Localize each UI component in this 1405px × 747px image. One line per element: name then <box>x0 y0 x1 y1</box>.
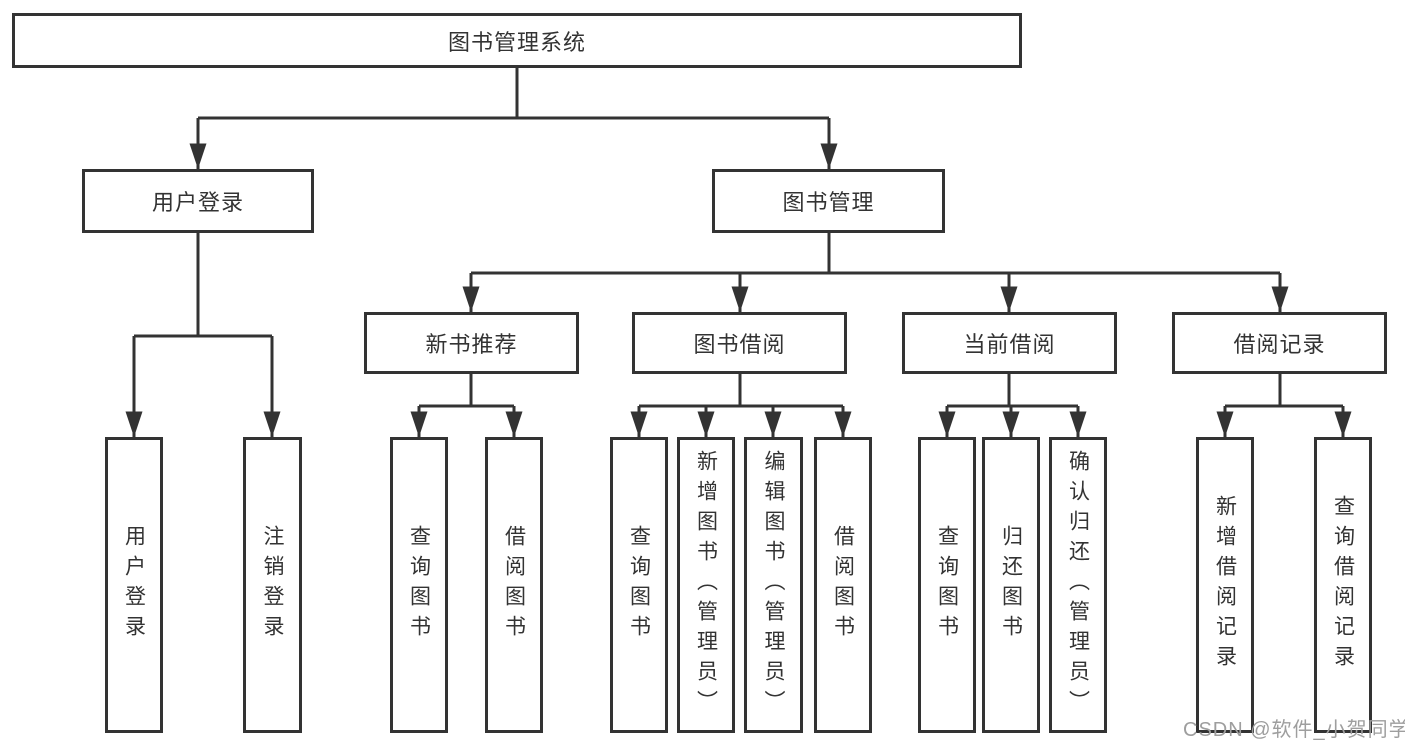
leaf-nbr-query-books: 查询图书 <box>390 437 448 733</box>
leaf-cb-query-books: 查询图书 <box>918 437 976 733</box>
leaf-user-login: 用户登录 <box>105 437 163 733</box>
node-book-borrowing: 图书借阅 <box>632 312 847 374</box>
leaf-br-add-record: 新增借阅记录 <box>1196 437 1254 733</box>
node-new-book-recommend: 新书推荐 <box>364 312 579 374</box>
node-current-borrowing: 当前借阅 <box>902 312 1117 374</box>
leaf-bb-borrow-books: 借阅图书 <box>814 437 872 733</box>
node-user-login: 用户登录 <box>82 169 314 233</box>
node-borrow-records: 借阅记录 <box>1172 312 1387 374</box>
leaf-bb-query-books: 查询图书 <box>610 437 668 733</box>
leaf-br-query-record: 查询借阅记录 <box>1314 437 1372 733</box>
leaf-bb-add-books-admin: 新增图书（管理员） <box>677 437 735 733</box>
csdn-watermark: CSDN @软件_小贺同学 <box>1183 719 1405 741</box>
connector-spines <box>134 68 1343 408</box>
node-book-management: 图书管理 <box>712 169 945 233</box>
leaf-bb-edit-books-admin: 编辑图书（管理员） <box>744 437 803 733</box>
leaf-cb-confirm-return-admin: 确认归还（管理员） <box>1049 437 1107 733</box>
leaf-logout: 注销登录 <box>243 437 302 733</box>
leaf-nbr-borrow-books: 借阅图书 <box>485 437 543 733</box>
leaf-cb-return-books: 归还图书 <box>982 437 1040 733</box>
node-root: 图书管理系统 <box>12 13 1022 68</box>
